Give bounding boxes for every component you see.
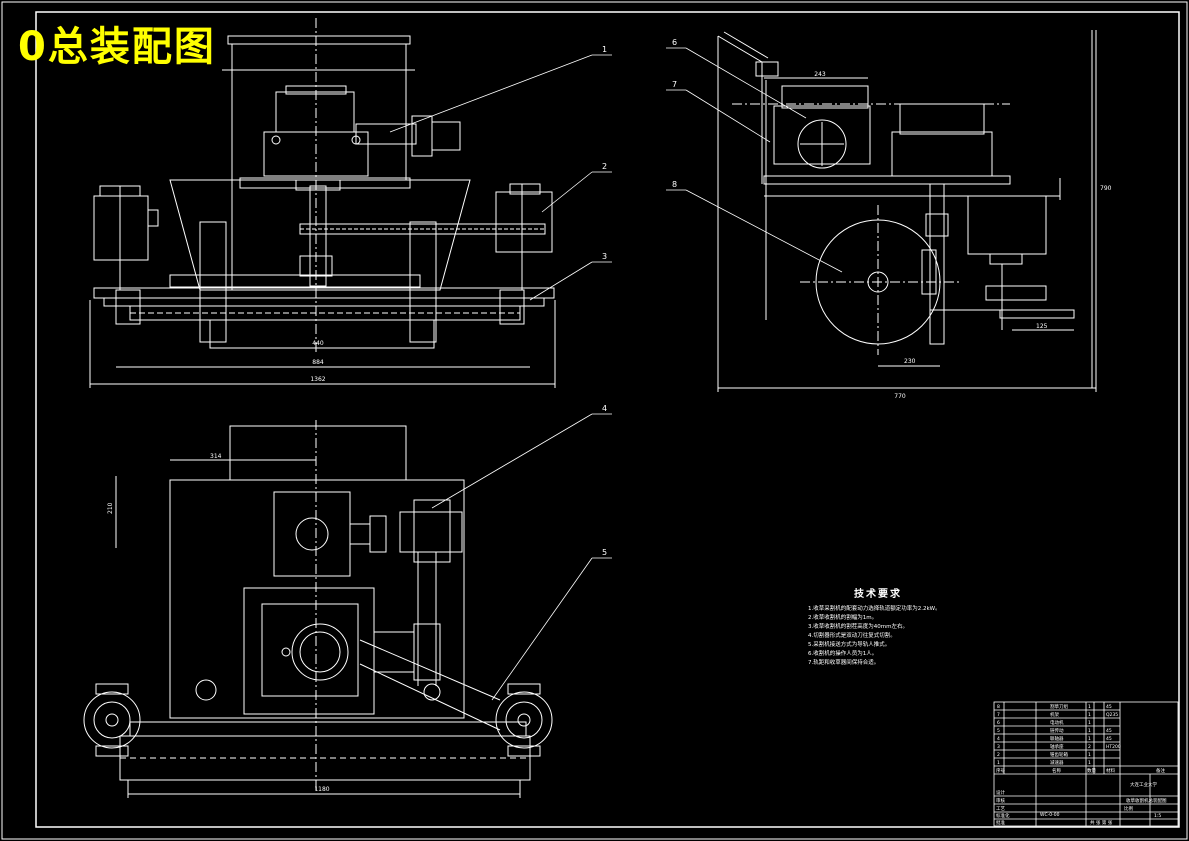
- tech-req-item: 3.收草收割机的割茬高度为40mm左右。: [808, 624, 908, 630]
- technical-requirements: 技术要求 1.收草采割机的配套动力选择轨道额定功率为2.2kW。 2.收草收割机…: [808, 585, 988, 668]
- drawing-number: WC-0-00: [1040, 812, 1060, 818]
- bom-row-name: 电动机: [1050, 719, 1064, 726]
- dim-side-height: 790: [1100, 185, 1112, 192]
- part-label-2: 2: [602, 162, 607, 171]
- front-view: [89, 18, 556, 388]
- bom-row-name: 锥齿轮箱: [1050, 751, 1068, 758]
- scale-value: 1:5: [1154, 813, 1161, 819]
- sign-label-review: 审核: [996, 797, 1005, 804]
- bom-row-name: 联轴器: [1050, 735, 1064, 742]
- bom-row-no: 5: [997, 728, 1000, 734]
- bom-row-qty: 1: [1088, 760, 1091, 766]
- part-label-3: 3: [602, 252, 607, 261]
- sign-label-design: 设计: [996, 789, 1005, 796]
- leaders-plan: [431, 413, 612, 701]
- leaders-front: [389, 54, 612, 301]
- tech-req-item: 5.采割机接送方式为导轨人推式。: [808, 642, 891, 648]
- bom-row-qty: 1: [1088, 736, 1091, 742]
- part-label-1: 1: [602, 45, 607, 54]
- bom-header-name: 名称: [1052, 767, 1061, 774]
- bom-row-qty: 1: [1088, 704, 1091, 710]
- tech-req-item: 4.切割器形式是双动刀往复式切割。: [808, 633, 896, 639]
- dim-plan-width: 1180: [314, 786, 329, 793]
- bom-row-qty: 1: [1088, 712, 1091, 718]
- dim-side-bottom: 230: [904, 358, 916, 365]
- scale-label: 比例: [1124, 805, 1133, 812]
- dim-side-right: 125: [1036, 323, 1048, 330]
- part-label-8: 8: [672, 180, 677, 189]
- tech-req-item: 1.收草采割机的配套动力选择轨道额定功率为2.2kW。: [808, 606, 941, 612]
- inner-frame: [35, 11, 1180, 828]
- bom-row-mat: 45: [1106, 704, 1112, 710]
- bom-row-name: 割草刀组: [1050, 703, 1068, 710]
- sign-label-process: 工艺: [996, 806, 1005, 812]
- bom-row-no: 7: [997, 712, 1000, 718]
- part-label-6: 6: [672, 38, 677, 47]
- bom-row-no: 2: [997, 752, 1000, 758]
- bom-header-no: 序号: [996, 767, 1005, 774]
- dim-side-overall: 770: [894, 393, 906, 400]
- plan-view: [83, 420, 553, 798]
- dim-side-top: 243: [814, 71, 826, 78]
- tech-req-item: 7.轨距和收草器间保持合适。: [808, 660, 880, 666]
- bom-row-no: 8: [997, 704, 1000, 710]
- bom-row-qty: 1: [1088, 720, 1091, 726]
- tech-req-item: 2.收草收割机的割幅为1m。: [808, 615, 878, 621]
- title-block: [993, 701, 1179, 827]
- dim-front-mid: 884: [312, 359, 324, 366]
- bom-row-name: 减速器: [1050, 759, 1064, 766]
- bom-row-mat: HT200: [1106, 744, 1121, 750]
- bom-row-name: 机架: [1050, 711, 1059, 718]
- bom-row-name: 轴承座: [1050, 743, 1064, 750]
- bom-row-no: 4: [997, 736, 1000, 742]
- bom-row-mat: 45: [1106, 736, 1112, 742]
- school-name: 大连工业大学: [1130, 781, 1157, 788]
- leaders-side: [666, 47, 843, 273]
- bom-row-no: 3: [997, 744, 1000, 750]
- dim-plan-side: 210: [107, 502, 114, 514]
- side-view: [717, 30, 1097, 392]
- tech-req-item: 6.收割机的操作人员为1人。: [808, 651, 878, 657]
- bom-header-mat: 材料: [1106, 767, 1115, 774]
- bom-row-qty: 1: [1088, 752, 1091, 758]
- dim-front-overall: 1362: [310, 376, 325, 383]
- bom-row-name: 链传动: [1050, 727, 1064, 734]
- bom-table: 8 割草刀组 1 45 7 机架 1 Q235 6 电动机 1 5 链传动 1 …: [996, 703, 1167, 826]
- part-label-5: 5: [602, 548, 607, 557]
- project-name: 收草收割机总装配图: [1126, 797, 1167, 804]
- bom-row-no: 1: [997, 760, 1000, 766]
- bom-row-qty: 1: [1088, 728, 1091, 734]
- drawing-title: 0总装配图: [18, 24, 216, 70]
- dim-front-inner: 440: [312, 340, 324, 347]
- part-label-7: 7: [672, 80, 677, 89]
- sign-label-standard: 标准化: [996, 812, 1010, 819]
- tech-req-title: 技术要求: [854, 589, 902, 600]
- sign-label-approve: 批准: [996, 819, 1005, 826]
- bom-row-no: 6: [997, 720, 1000, 726]
- dim-plan-top: 314: [210, 453, 222, 460]
- bom-header-qty: 数量: [1087, 767, 1096, 774]
- bom-row-qty: 2: [1088, 744, 1091, 750]
- sheet-info: 共 张 第 张: [1090, 819, 1113, 826]
- bom-header-note: 备注: [1156, 767, 1165, 774]
- part-label-4: 4: [602, 404, 607, 413]
- bom-row-mat: 45: [1106, 728, 1112, 734]
- bom-row-mat: Q235: [1106, 712, 1118, 718]
